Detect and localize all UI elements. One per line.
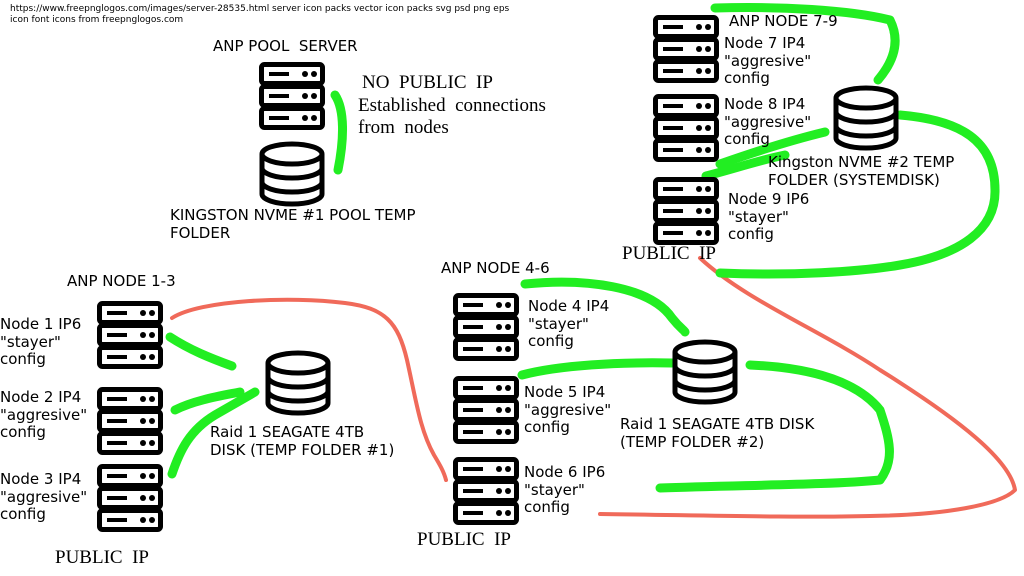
disk2-label: Raid 1 SEAGATE 4TB DISK (TEMP FOLDER #2) [620,415,815,451]
pool-server-icon [262,65,323,128]
group3-title: ANP NODE 7-9 [729,12,838,30]
node7-server-icon [656,18,717,81]
node1-label: Node 1 IP6 "stayer" config [0,315,82,369]
node7-label: Node 7 IP4 "aggresive" config [724,34,812,88]
link-pool-server-disk [330,90,348,175]
disk1-label: Raid 1 SEAGATE 4TB DISK (TEMP FOLDER #1) [210,423,395,459]
node6-server-icon [456,460,517,523]
public-link-node1-node6 [170,297,448,482]
node6-label: Node 6 IP6 "stayer" config [524,463,606,517]
public-ip-links [170,256,1017,519]
node4-label: Node 4 IP4 "stayer" config [528,297,610,351]
group3-public-ip: PUBLIC IP [622,243,716,264]
node5-server-icon [456,379,517,442]
public-link-node9-node6 [598,256,1017,519]
group1-title: ANP NODE 1-3 [67,272,176,290]
group2-public-ip: PUBLIC IP [417,529,511,550]
no-public-ip-label: NO PUBLIC IP [362,72,493,93]
pool-title: ANP POOL SERVER [213,37,358,55]
node4-server-icon [456,296,517,359]
link-node4-disk2 [520,277,690,337]
link-node9-disk3 [701,150,790,181]
pool-disk-icon [262,144,322,204]
link-node7-disk3 [710,3,900,85]
node8-server-icon [656,97,717,160]
disk2-icon [675,342,735,402]
link-node8-disk3 [715,127,830,169]
group2-title: ANP NODE 4-6 [441,259,550,277]
node1-server-icon [100,304,161,367]
link-node1-disk1 [165,332,237,371]
source-note: https://www.freepnglogos.com/images/serv… [10,4,510,26]
link-node6-disk2 [655,360,894,493]
node3-server-icon [100,467,161,530]
node2-server-icon [100,390,161,453]
disk3-label: Kingston NVME #2 TEMP FOLDER (SYSTEMDISK… [768,153,955,189]
node2-label: Node 2 IP4 "aggresive" config [0,388,88,442]
link-node5-disk2 [517,358,677,380]
node9-server-icon [656,180,717,243]
node8-label: Node 8 IP4 "aggresive" config [724,95,812,149]
link-node3-disk1 [167,387,260,479]
link-node2-disk1 [170,387,245,415]
disk1-icon [268,353,328,413]
node3-label: Node 3 IP4 "aggresive" config [0,470,88,524]
established-connections-label: Established connections from nodes [358,95,546,139]
node5-label: Node 5 IP4 "aggresive" config [524,383,612,437]
node9-label: Node 9 IP6 "stayer" config [728,190,810,244]
local-disk-links [165,3,1000,493]
link-disk3-node9 [715,110,1000,279]
pool-disk-label: KINGSTON NVME #1 POOL TEMP FOLDER [170,206,416,242]
group1-public-ip: PUBLIC IP [55,547,149,568]
disk3-icon [836,88,896,148]
